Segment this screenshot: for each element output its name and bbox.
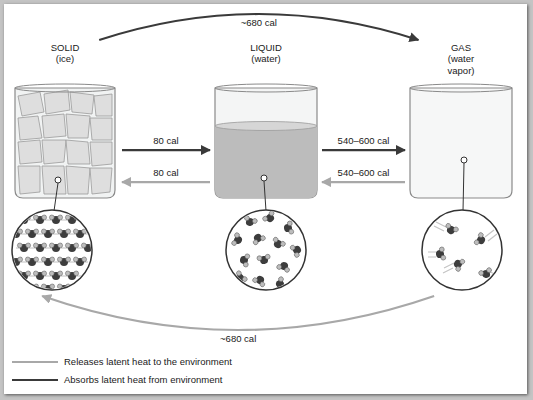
legend-text: Absorbs latent heat from environment (64, 373, 222, 387)
heat-arrow (322, 181, 405, 183)
heat-arrow (42, 296, 434, 330)
water-fill (215, 126, 317, 198)
heat-label: ~680 cal (239, 18, 279, 29)
legend-line (12, 379, 58, 381)
vapor-beaker (410, 84, 512, 198)
heat-arrow (322, 149, 405, 151)
beaker-glass (410, 88, 512, 198)
zoom-pointers (54, 157, 467, 211)
legend-row: Absorbs latent heat from environment (12, 373, 312, 387)
heat-label: 80 cal (151, 168, 180, 179)
state-label: LIQUID (water) (242, 42, 290, 65)
heat-arrow (122, 181, 210, 183)
gas-molecules (422, 210, 502, 290)
legend-line (12, 361, 58, 363)
state-beaker: LIQUID (water) (210, 40, 322, 296)
heat-label: ~680 cal (218, 334, 258, 345)
heat-arrow (99, 14, 418, 40)
state-beaker: GAS (water vapor) (405, 40, 517, 296)
beaker-rim (15, 84, 115, 92)
liquid-molecules (226, 210, 306, 292)
ice-beaker (15, 84, 115, 198)
beaker-glass (215, 88, 317, 198)
legend-text: Releases latent heat to the environment (64, 355, 232, 369)
motion-streaks (428, 222, 500, 281)
water-surface (215, 122, 317, 131)
heat-label: 540–600 cal (336, 136, 392, 147)
beaker-rim (410, 84, 512, 92)
state-label: SOLID (ice) (45, 42, 85, 65)
water-beaker (215, 84, 317, 198)
state-beaker: SOLID (ice) (8, 40, 122, 296)
heat-label: 540–600 cal (336, 168, 392, 179)
beaker-rim (215, 84, 317, 92)
state-label: GAS (water vapor) (439, 42, 483, 76)
legend-line-sample (12, 355, 58, 369)
solid-molecules (9, 210, 94, 293)
heat-arrow (122, 149, 210, 151)
heat-label: 80 cal (151, 136, 180, 147)
legend-row: Releases latent heat to the environment (12, 355, 312, 369)
beaker-glass (15, 88, 115, 198)
ice-cubes (18, 90, 112, 194)
legend-line-sample (12, 373, 58, 387)
